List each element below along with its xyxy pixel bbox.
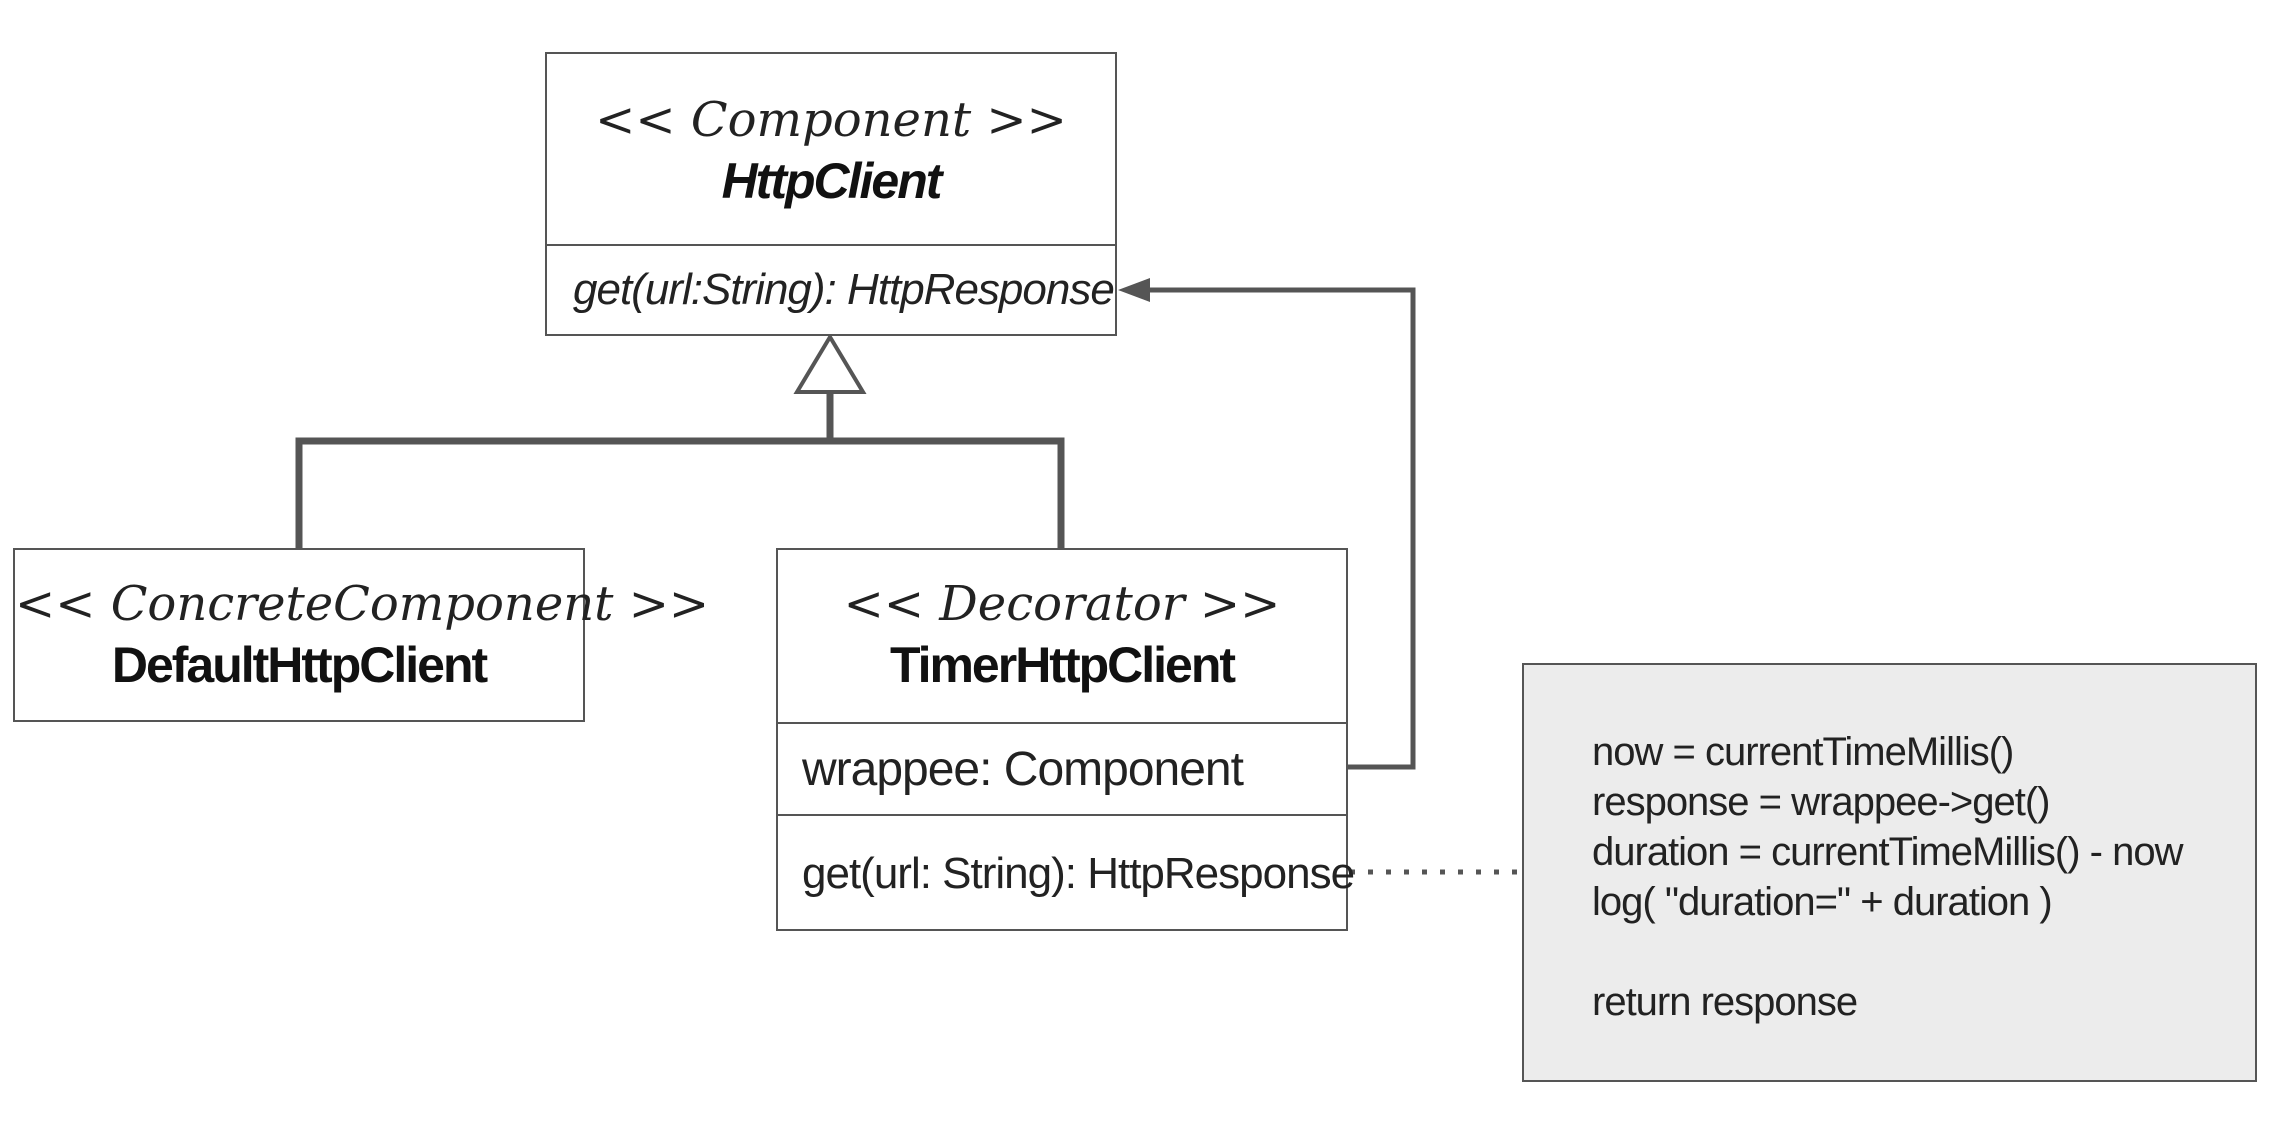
note-line: response = wrappee->get() (1592, 780, 2051, 824)
operations-section: get(url:String): HttpResponse (547, 244, 1115, 334)
class-defaulthttpclient: << ConcreteComponent >> DefaultHttpClien… (13, 548, 710, 722)
class-httpclient: << Component >> HttpClient get(url:Strin… (545, 52, 1117, 336)
attribute-wrappee: wrappee: Component (802, 743, 1244, 796)
operation-get: get(url: String): HttpResponse (802, 849, 1355, 898)
note-line: return response (1592, 980, 1858, 1024)
operation-get: get(url:String): HttpResponse (573, 265, 1115, 314)
implementation-note: now = currentTimeMillis() response = wra… (1522, 663, 2257, 1082)
association-line (1146, 287, 1416, 770)
note-body: now = currentTimeMillis() response = wra… (1592, 727, 2183, 1027)
class-name: DefaultHttpClient (111, 637, 488, 693)
generalization-arrowhead (793, 333, 867, 394)
note-line: log( "duration=" + duration ) (1592, 880, 2053, 924)
class-name: HttpClient (721, 153, 943, 209)
stereotype-label: << Component >> (595, 92, 1067, 148)
generalization-line (295, 437, 1065, 548)
stereotype-label: << Decorator >> (843, 576, 1281, 632)
class-timerhttpclient: << Decorator >> TimerHttpClient wrappee:… (776, 548, 1355, 931)
stereotype-label: << ConcreteComponent >> (15, 576, 710, 632)
class-name: TimerHttpClient (889, 637, 1236, 693)
note-line: now = currentTimeMillis() (1592, 730, 2014, 774)
note-line: duration = currentTimeMillis() - now (1592, 830, 2183, 874)
operations-section: get(url: String): HttpResponse (778, 814, 1355, 929)
note-line (1592, 927, 2182, 977)
association-arrowhead (1118, 278, 1150, 302)
attributes-section: wrappee: Component (778, 722, 1346, 814)
